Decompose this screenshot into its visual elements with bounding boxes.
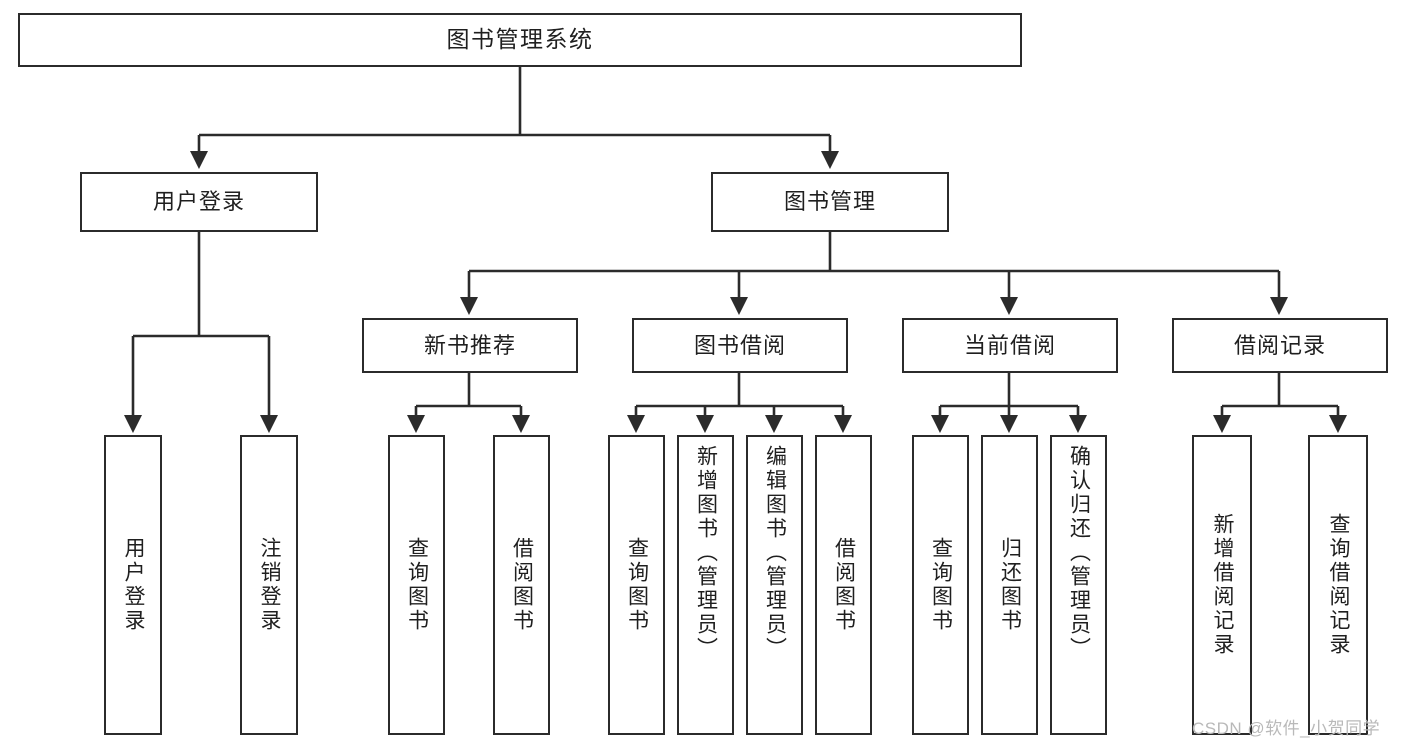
node-leaf-edit-book[interactable]: 编辑图书（管理员） [746,435,803,735]
node-root-system-label: 图书管理系统 [446,26,594,53]
node-book-manage[interactable]: 图书管理 [711,172,949,232]
node-new-book-recommend[interactable]: 新书推荐 [362,318,578,373]
node-leaf-add-borrow-record-label: 新增借阅记录 [1211,513,1235,657]
node-leaf-query-book-current-label: 查询图书 [929,537,953,633]
node-user-login[interactable]: 用户登录 [80,172,318,232]
node-leaf-borrow-book-borrow-label: 借阅图书 [832,537,856,633]
node-book-borrow[interactable]: 图书借阅 [632,318,848,373]
node-leaf-borrow-book-borrow[interactable]: 借阅图书 [815,435,872,735]
node-leaf-query-book-current[interactable]: 查询图书 [912,435,969,735]
node-leaf-edit-book-label: 编辑图书（管理员） [763,445,787,661]
node-leaf-logout-login[interactable]: 注销登录 [240,435,298,735]
node-leaf-query-borrow-record-label: 查询借阅记录 [1327,513,1351,657]
node-leaf-query-borrow-record[interactable]: 查询借阅记录 [1308,435,1368,735]
node-leaf-return-book[interactable]: 归还图书 [981,435,1038,735]
node-borrow-record[interactable]: 借阅记录 [1172,318,1388,373]
node-new-book-recommend-label: 新书推荐 [423,332,516,358]
node-leaf-query-book-recommend-label: 查询图书 [405,537,429,633]
node-user-login-label: 用户登录 [152,189,245,215]
node-leaf-confirm-return[interactable]: 确认归还（管理员） [1050,435,1107,735]
node-leaf-add-book[interactable]: 新增图书（管理员） [677,435,734,735]
node-leaf-user-login[interactable]: 用户登录 [104,435,162,735]
node-leaf-borrow-book-recommend[interactable]: 借阅图书 [493,435,550,735]
node-leaf-user-login-label: 用户登录 [122,537,146,633]
node-leaf-borrow-book-recommend-label: 借阅图书 [510,537,534,633]
node-book-borrow-label: 图书借阅 [693,332,786,358]
node-root-system[interactable]: 图书管理系统 [18,13,1022,67]
node-current-borrow[interactable]: 当前借阅 [902,318,1118,373]
node-leaf-query-book-recommend[interactable]: 查询图书 [388,435,445,735]
node-book-manage-label: 图书管理 [783,189,876,215]
node-leaf-confirm-return-label: 确认归还（管理员） [1067,445,1091,661]
node-leaf-logout-login-label: 注销登录 [258,537,282,633]
node-current-borrow-label: 当前借阅 [963,332,1056,358]
node-leaf-add-borrow-record[interactable]: 新增借阅记录 [1192,435,1252,735]
node-borrow-record-label: 借阅记录 [1233,332,1326,358]
node-leaf-query-book-borrow[interactable]: 查询图书 [608,435,665,735]
csdn-watermark: CSDN @软件_小贺同学 [1192,719,1381,738]
node-leaf-query-book-borrow-label: 查询图书 [625,537,649,633]
node-leaf-add-book-label: 新增图书（管理员） [694,445,718,661]
node-leaf-return-book-label: 归还图书 [998,537,1022,633]
